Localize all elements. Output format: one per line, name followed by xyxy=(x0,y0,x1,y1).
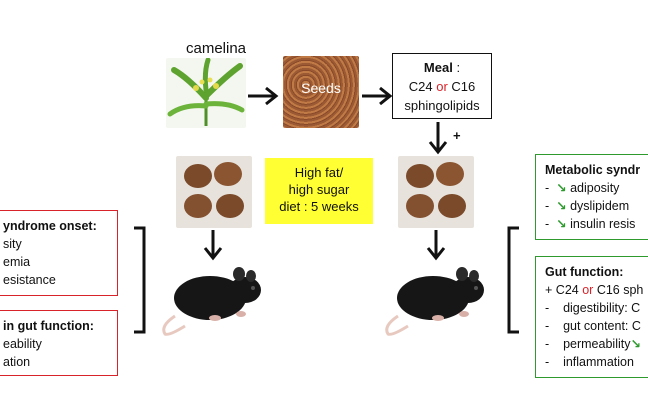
bullet: - xyxy=(545,337,550,351)
meal-c24: C24 xyxy=(408,79,433,94)
bullet: - xyxy=(545,319,550,333)
gut-or: or xyxy=(582,283,594,297)
arrow-right-pellets-to-mouse xyxy=(426,230,446,261)
left-metabolic-item: esistance xyxy=(3,273,56,287)
decrease-arrow-icon: ↘ xyxy=(630,337,641,351)
arrow-seeds-to-meal xyxy=(362,86,393,106)
left-bracket xyxy=(134,226,146,334)
seeds-label: Seeds xyxy=(301,80,341,96)
bullet: - xyxy=(545,181,550,195)
right-gut-item: digestibility: C xyxy=(563,301,641,315)
diet-line-1: High fat/ xyxy=(294,165,344,180)
left-gut-box: in gut function: eability ation xyxy=(0,310,118,376)
left-pellets-image xyxy=(176,156,252,228)
meal-c16: C16 xyxy=(451,79,476,94)
bullet: - xyxy=(545,301,550,315)
right-metabolic-item: insulin resis xyxy=(570,217,636,231)
diet-line-3: diet : 5 weeks xyxy=(279,199,359,214)
gut-plus: + xyxy=(545,283,553,297)
right-gut-title: Gut function: xyxy=(545,265,624,279)
right-bracket xyxy=(507,226,519,334)
plus-sign: + xyxy=(453,128,461,143)
right-mouse-image xyxy=(385,267,484,336)
right-metabolic-title: Metabolic syndr xyxy=(545,163,641,177)
right-metabolic-item: adiposity xyxy=(570,181,620,195)
arrow-meal-to-pellets xyxy=(428,122,448,155)
camelina-plant-image xyxy=(166,58,246,128)
gut-c16: C16 sph xyxy=(596,283,644,297)
meal-box: Meal : C24 or C16 sphingolipids xyxy=(392,53,492,119)
bullet: - xyxy=(545,217,550,231)
diet-box: High fat/ high sugar diet : 5 weeks xyxy=(265,158,373,224)
left-metabolic-item: emia xyxy=(3,255,31,269)
meal-title: Meal xyxy=(423,60,453,75)
decrease-arrow-icon: ↘ xyxy=(556,181,567,195)
left-metabolic-title: yndrome onset: xyxy=(3,219,97,233)
left-gut-item: ation xyxy=(3,355,31,369)
right-gut-item: gut content: C xyxy=(563,319,641,333)
meal-colon: : xyxy=(452,60,461,75)
left-mouse-image xyxy=(162,267,261,336)
left-metabolic-box: yndrome onset: sity emia esistance xyxy=(0,210,118,296)
gut-c24: C24 xyxy=(555,283,579,297)
right-gut-item: permeability xyxy=(563,337,631,351)
bullet: - xyxy=(545,199,550,213)
bullet: - xyxy=(545,355,550,369)
decrease-arrow-icon: ↘ xyxy=(556,199,567,213)
camelina-label: camelina xyxy=(186,40,247,57)
right-pellets-image xyxy=(398,156,474,228)
left-metabolic-item: sity xyxy=(3,237,22,251)
meal-compound: sphingolipids xyxy=(404,98,480,113)
arrow-plant-to-seeds xyxy=(248,86,279,106)
meal-or: or xyxy=(436,79,448,94)
left-gut-item: eability xyxy=(3,337,42,351)
right-metabolic-item: dyslipidem xyxy=(570,199,630,213)
right-gut-item: inflammation xyxy=(563,355,634,369)
right-gut-box: Gut function: + C24 or C16 sph - digesti… xyxy=(535,256,648,378)
left-gut-title: in gut function: xyxy=(3,319,94,333)
arrow-left-pellets-to-mouse xyxy=(203,230,223,261)
right-metabolic-box: Metabolic syndr - ↘ adiposity - ↘ dyslip… xyxy=(535,154,648,240)
decrease-arrow-icon: ↘ xyxy=(556,217,567,231)
seeds-image: Seeds xyxy=(283,56,359,128)
diet-line-2: high sugar xyxy=(288,182,350,197)
